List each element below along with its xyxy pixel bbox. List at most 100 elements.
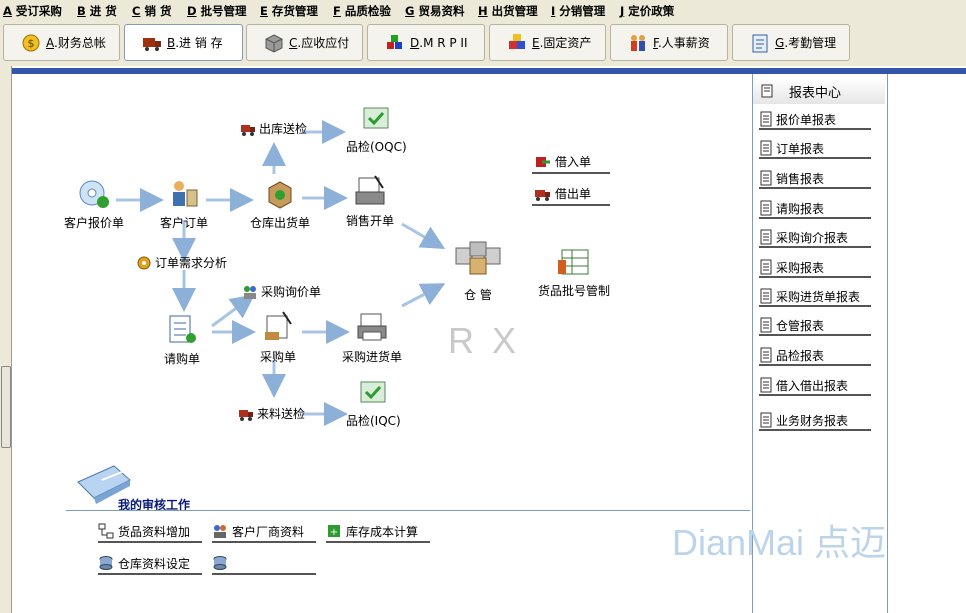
document-icon: [760, 317, 772, 333]
incoming-truck-icon: [239, 409, 253, 421]
node-purchase-order[interactable]: 采购单: [260, 310, 296, 365]
invoice-printer-icon: [355, 175, 385, 205]
borrow-hand-icon: [536, 156, 550, 167]
qc-monitor-icon: [363, 107, 389, 129]
node-incoming-inspection[interactable]: 来料送检: [238, 405, 305, 422]
node-qc-out[interactable]: 品检(OQC): [346, 106, 407, 155]
purchase-order-icon: [265, 311, 292, 340]
node-sales-invoice[interactable]: 销售开单: [346, 174, 394, 229]
finance-icon: $: [22, 34, 40, 51]
document-icon: [760, 259, 772, 275]
menu-procurement[interactable]: A 受订采购: [3, 4, 62, 18]
order-people-icon: [173, 181, 198, 207]
document-icon: [760, 288, 772, 304]
report-item[interactable]: 仓管报表: [759, 316, 871, 336]
node-lend-out[interactable]: 借出单: [534, 185, 591, 202]
cost-calc-icon: +: [328, 525, 340, 538]
splitter-grip[interactable]: [1, 366, 11, 448]
task-customer-vendor[interactable]: 客户厂商资料: [212, 521, 316, 543]
watermark-rx: R X: [448, 320, 521, 361]
receipt-printer-icon: [357, 313, 387, 341]
warehouse-boxes-icon: [455, 241, 501, 275]
node-warehouse[interactable]: 仓 管: [452, 240, 504, 303]
report-item[interactable]: 业务财务报表: [759, 411, 871, 431]
report-item[interactable]: 采购报表: [759, 258, 871, 278]
tab-fixed-assets[interactable]: E.固定资产: [489, 24, 606, 61]
node-order-demand[interactable]: 订单需求分析: [136, 254, 227, 271]
node-customer-quote[interactable]: 客户报价单: [64, 178, 124, 231]
shipping-box-icon: [268, 181, 292, 209]
tab-hr-payroll[interactable]: F.人事薪资: [610, 24, 728, 61]
workflow-canvas: 客户报价单 客户订单 仓库出货单 销售开单 出库送检 品检(OQC) 订单需求分…: [12, 74, 752, 613]
document-icon: [760, 229, 772, 245]
report-book-icon: [761, 84, 773, 98]
task-add-item[interactable]: 货品资料增加: [98, 521, 202, 543]
quote-disc-icon: [79, 180, 109, 208]
tab-finance[interactable]: $ A.财务总帐: [3, 24, 120, 61]
report-item[interactable]: 订单报表: [759, 139, 871, 159]
menu-pricing[interactable]: J 定价政策: [620, 4, 675, 18]
document-icon: [760, 377, 772, 393]
node-qc-in[interactable]: 品检(IQC): [346, 380, 401, 429]
document-icon: [760, 200, 772, 216]
tab-mrp[interactable]: D.M R P II: [367, 24, 485, 61]
node-purchase-inquiry[interactable]: 采购询价单: [242, 283, 321, 300]
audit-title: 我的审核工作: [118, 498, 191, 512]
report-item[interactable]: 请购报表: [759, 199, 871, 219]
spreadsheet-icon: [558, 249, 589, 275]
node-purchase-receipt[interactable]: 采购进货单: [342, 310, 402, 365]
header-rule: [12, 68, 966, 74]
menu-purchase[interactable]: B 进 货: [77, 4, 117, 18]
people-icon: [631, 34, 645, 51]
tab-attendance[interactable]: G.考勤管理: [732, 24, 850, 61]
database-icon: [99, 556, 113, 570]
report-item[interactable]: 借入借出报表: [759, 376, 871, 396]
mrp-blocks-icon: [387, 34, 402, 49]
left-splitter[interactable]: [0, 66, 12, 613]
node-warehouse-out[interactable]: 仓库出货单: [250, 178, 310, 231]
document-icon: [760, 347, 772, 363]
flow-arrows: [116, 120, 446, 426]
node-borrow-in[interactable]: 借入单: [534, 153, 591, 170]
node-outbound-inspection[interactable]: 出库送检: [240, 120, 307, 137]
report-center-panel: 报表中心 报价单报表 订单报表 销售报表 请购报表 采购询介报表 采购报表 采购…: [752, 74, 888, 613]
menu-batch[interactable]: D 批号管理: [187, 4, 247, 18]
tab-inventory[interactable]: B.进 销 存: [124, 24, 243, 61]
menu-sales[interactable]: C 销 货: [132, 4, 172, 18]
report-item[interactable]: 报价单报表: [759, 110, 871, 130]
attendance-icon: [752, 34, 768, 52]
request-form-icon: [169, 315, 196, 343]
audit-divider: [66, 510, 750, 511]
node-purchase-request[interactable]: 请购单: [164, 312, 200, 367]
truck-icon: [143, 37, 161, 51]
audit-folder-icon: [77, 465, 131, 504]
report-item[interactable]: 销售报表: [759, 169, 871, 189]
people-icon: [214, 525, 226, 538]
cube-icon: [265, 33, 283, 53]
network-icon: [98, 523, 114, 539]
task-warehouse-setup[interactable]: 仓库资料设定: [98, 553, 202, 575]
svg-text:$: $: [28, 37, 35, 50]
watermark-brand: DianMai 点迈: [672, 522, 887, 563]
module-toolbar: $ A.财务总帐 B.进 销 存 C.应收应付 D.M R P II E.固定资…: [0, 20, 966, 66]
borrow-in-underline: [532, 172, 610, 174]
menu-inventory[interactable]: E 存货管理: [260, 4, 318, 18]
menu-shipping[interactable]: H 出货管理: [478, 4, 538, 18]
report-item[interactable]: 采购询介报表: [759, 228, 871, 248]
menu-bar: A 受订采购 B 进 货 C 销 货 D 批号管理 E 存货管理 F 品质检验 …: [0, 0, 966, 21]
document-icon: [760, 111, 772, 127]
document-icon: [760, 140, 772, 156]
node-batch-control[interactable]: 货品批号管制: [538, 246, 610, 299]
qc-monitor-icon: [360, 381, 386, 403]
tab-receivables[interactable]: C.应收应付: [246, 24, 363, 61]
document-icon: [760, 170, 772, 186]
task-inventory-cost[interactable]: + 库存成本计算: [326, 521, 430, 543]
report-item[interactable]: 采购进货单报表: [759, 287, 871, 307]
menu-quality[interactable]: F 品质检验: [333, 4, 391, 18]
node-customer-order[interactable]: 客户订单: [160, 178, 208, 231]
task-blank[interactable]: [212, 553, 316, 575]
report-item[interactable]: 品检报表: [759, 346, 871, 366]
menu-distribution[interactable]: I 分销管理: [551, 4, 606, 18]
svg-text:+: +: [330, 527, 338, 538]
menu-trade[interactable]: G 贸易资料: [405, 4, 465, 18]
